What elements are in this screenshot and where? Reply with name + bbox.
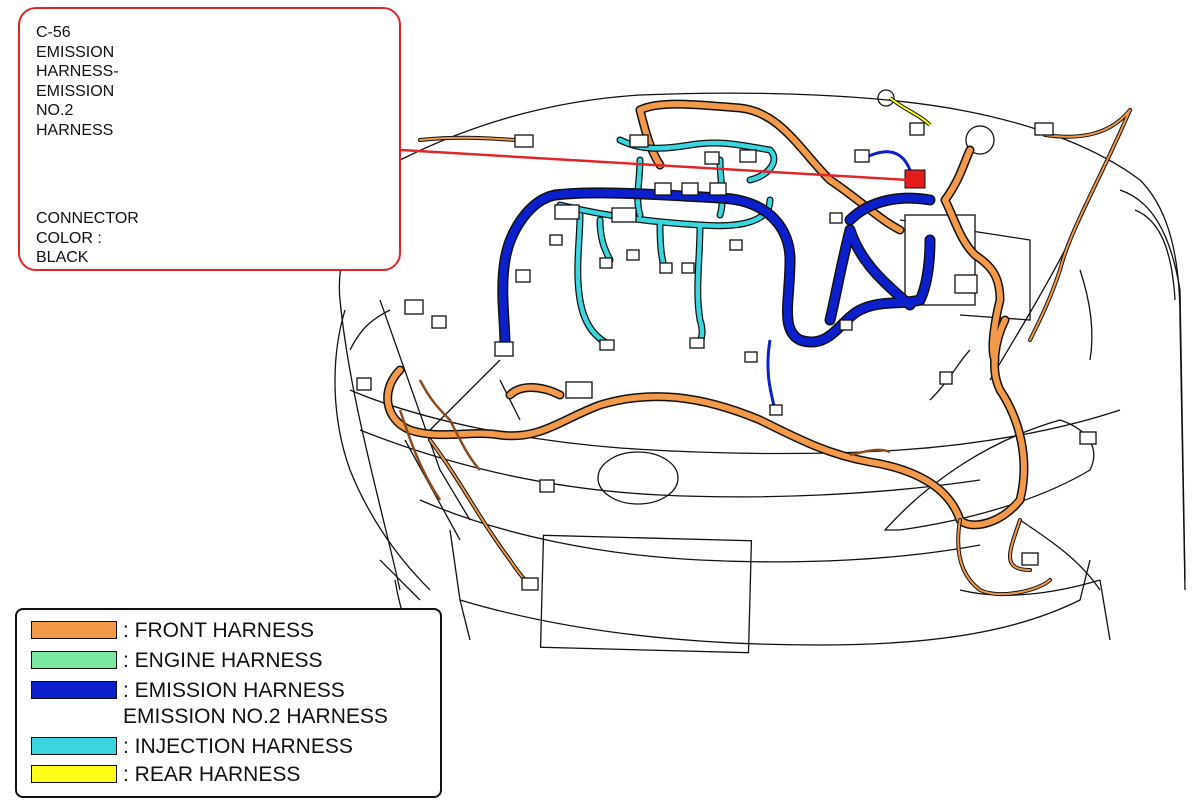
grommet <box>965 125 995 155</box>
legend-label: : ENGINE HARNESS <box>123 649 323 672</box>
legend-item-engine: : ENGINE HARNESS <box>31 648 323 674</box>
emission-harness-branch-2 <box>766 339 777 411</box>
legend-swatch <box>31 621 117 639</box>
legend-label: : FRONT HARNESS <box>123 619 314 642</box>
brown-wires <box>398 379 891 501</box>
front-harness-fill <box>384 101 1027 528</box>
license-plate <box>539 534 753 654</box>
harness-legend: : FRONT HARNESS : ENGINE HARNESS : EMISS… <box>15 608 442 798</box>
connector-color-label: CONNECTOR COLOR : BLACK <box>36 210 139 266</box>
front-harness-branches-fill <box>419 109 1131 596</box>
legend-swatch <box>31 765 117 783</box>
legend-item-injection: : INJECTION HARNESS <box>31 734 353 760</box>
legend-label: : REAR HARNESS <box>123 763 301 786</box>
injection-harness-fill <box>557 137 777 348</box>
legend-item-rear: : REAR HARNESS <box>31 762 300 788</box>
connector-callout: C-56 EMISSION HARNESS- EMISSION NO.2 HAR… <box>18 7 401 271</box>
front-emblem <box>597 451 679 505</box>
callout-leader-line <box>400 148 909 182</box>
legend-swatch <box>31 681 117 699</box>
legend-label: : INJECTION HARNESS <box>123 735 353 758</box>
connectors <box>356 122 1097 591</box>
front-harness-branches <box>418 108 1132 597</box>
legend-item-front: : FRONT HARNESS <box>31 618 314 644</box>
callout-title: C-56 EMISSION HARNESS- EMISSION NO.2 HAR… <box>36 24 119 139</box>
grommet-small <box>877 89 895 107</box>
legend-label: : EMISSION HARNESS EMISSION NO.2 HARNESS <box>123 679 388 728</box>
legend-swatch <box>31 651 117 669</box>
legend-item-emission: : EMISSION HARNESS EMISSION NO.2 HARNESS <box>31 678 388 730</box>
legend-swatch <box>31 737 117 755</box>
rear-harness-fill <box>889 97 931 126</box>
